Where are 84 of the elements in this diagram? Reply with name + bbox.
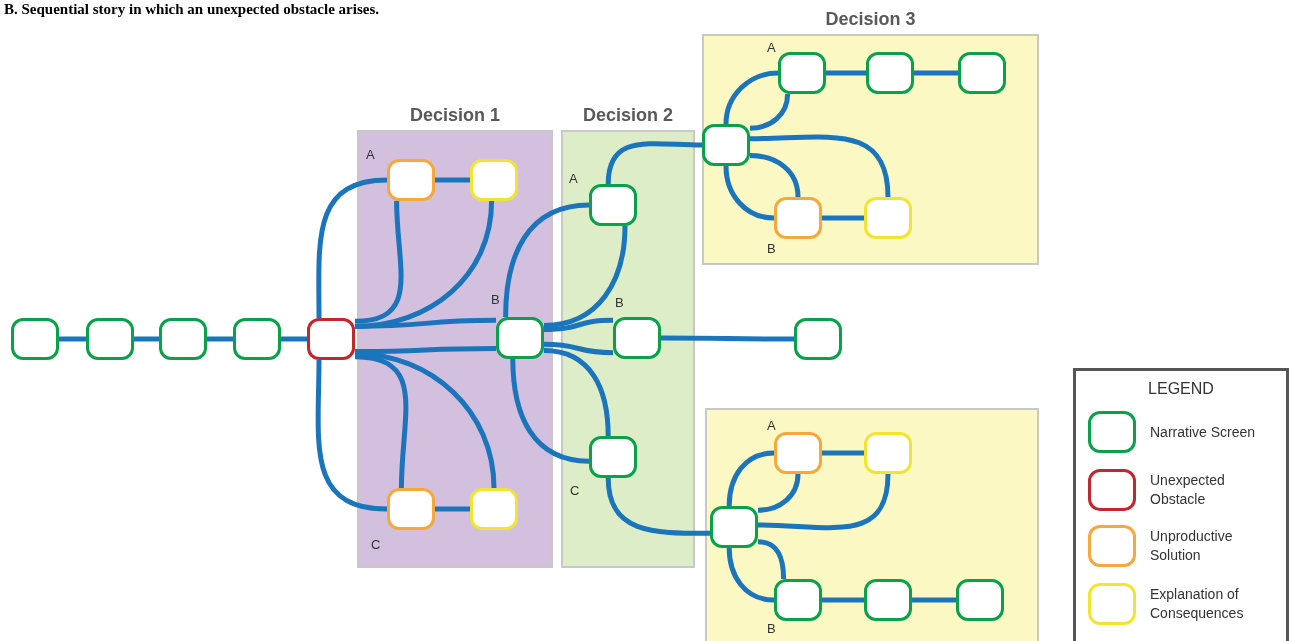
connector-line xyxy=(435,506,470,512)
connector-line xyxy=(822,215,864,221)
connector-line xyxy=(355,317,496,329)
connector-line xyxy=(503,202,590,318)
connector-line xyxy=(354,351,497,489)
connector-line xyxy=(912,597,956,603)
connector-line xyxy=(315,359,388,512)
legend-text: Narrative Screen xyxy=(1150,422,1257,442)
screen-box xyxy=(702,124,750,166)
connector-line xyxy=(661,335,794,342)
screen-box xyxy=(613,317,661,359)
connector-line xyxy=(354,354,409,489)
figure-title: B. Sequential story in which an unexpected obstacle arises. xyxy=(4,1,379,18)
option-letter: B xyxy=(615,295,624,310)
option-letter: C xyxy=(570,483,580,498)
screen-box xyxy=(470,488,518,530)
connector-line xyxy=(822,450,864,456)
legend-title: LEGEND xyxy=(1147,380,1215,398)
screen-box xyxy=(866,52,914,94)
connector-line xyxy=(723,165,775,221)
connector-line xyxy=(749,134,891,198)
screen-box xyxy=(496,317,544,359)
screen-box xyxy=(864,197,912,239)
panel-heading: Decision 3 xyxy=(824,9,917,30)
connector-line xyxy=(826,70,866,76)
screen-box xyxy=(710,506,758,548)
option-letter: B xyxy=(767,621,776,636)
connector-line xyxy=(757,473,891,531)
screen-box xyxy=(233,318,281,360)
connector-line xyxy=(605,141,703,185)
connector-line xyxy=(354,200,404,324)
screen-box xyxy=(387,159,435,201)
connector-line xyxy=(281,336,307,342)
screen-box xyxy=(387,488,435,530)
screen-box xyxy=(864,432,912,474)
connector-line xyxy=(543,317,614,333)
connector-line xyxy=(822,597,864,603)
screen-box xyxy=(794,318,842,360)
connector-line xyxy=(543,341,614,356)
legend-text: Unproductive Solution xyxy=(1150,527,1234,565)
connector-line xyxy=(726,547,775,603)
connector-line xyxy=(749,153,801,198)
connector-line xyxy=(543,225,628,328)
screen-box xyxy=(778,52,826,94)
legend-text: Unexpected Obstacle xyxy=(1150,471,1226,509)
legend-text: Explanation of Consequences xyxy=(1150,585,1245,623)
connector-line xyxy=(749,93,791,131)
connector-line xyxy=(723,70,779,125)
screen-box xyxy=(958,52,1006,94)
connector-line xyxy=(726,450,775,507)
screen-box xyxy=(589,436,637,478)
option-letter: A xyxy=(767,40,776,55)
option-letter: B xyxy=(491,292,500,307)
connector-line xyxy=(59,336,86,342)
connector-line xyxy=(757,473,801,513)
screen-box xyxy=(307,318,355,360)
connector-line xyxy=(543,348,611,437)
panel-heading: Decision 1 xyxy=(408,105,501,126)
screen-box xyxy=(589,184,637,226)
connector-line xyxy=(914,70,958,76)
connector-line xyxy=(134,336,159,342)
screen-box xyxy=(864,579,912,621)
screen-box xyxy=(956,579,1004,621)
connector-line xyxy=(207,336,233,342)
screen-box xyxy=(774,432,822,474)
connector-line xyxy=(510,358,590,464)
connector-line xyxy=(435,177,470,183)
connector-line xyxy=(605,477,710,536)
screen-box xyxy=(11,318,59,360)
screen-box xyxy=(86,318,134,360)
screen-box xyxy=(774,197,822,239)
screen-box xyxy=(774,579,822,621)
screen-box xyxy=(470,159,518,201)
connector-line xyxy=(355,346,496,355)
option-letter: C xyxy=(371,537,381,552)
option-letter: B xyxy=(767,241,776,256)
option-letter: A xyxy=(366,147,375,162)
decision-panel xyxy=(705,408,1039,641)
screen-box xyxy=(159,318,207,360)
connector-line xyxy=(316,177,388,318)
option-letter: A xyxy=(569,171,578,186)
panel-heading: Decision 2 xyxy=(581,105,674,126)
option-letter: A xyxy=(767,418,776,433)
connector-line xyxy=(757,539,787,580)
